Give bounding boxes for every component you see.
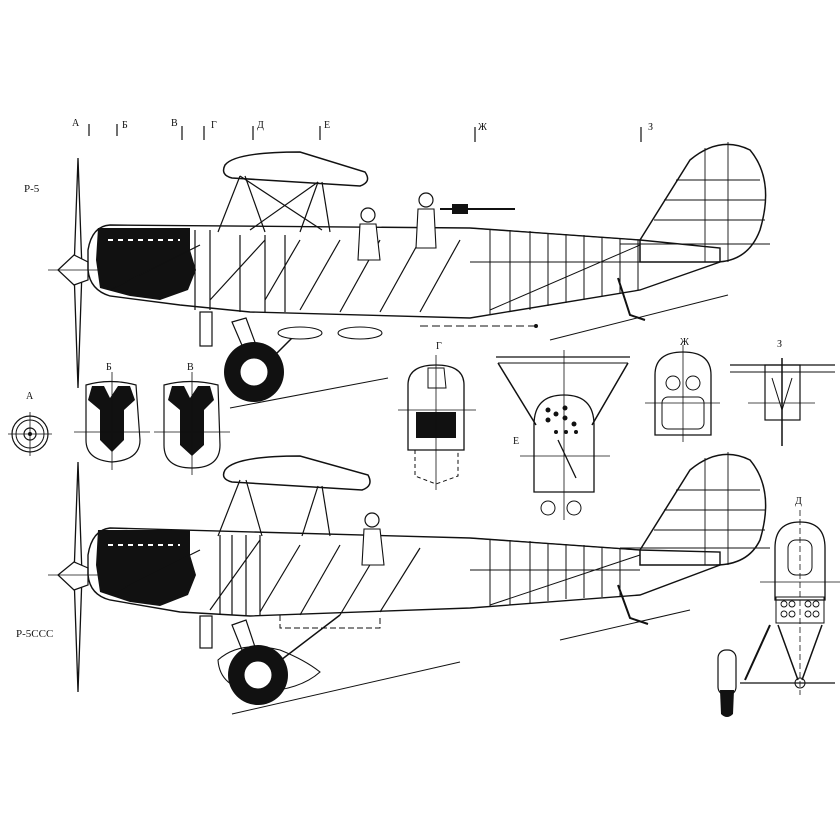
section-view-e (496, 350, 630, 520)
section-view-label-g: Г (436, 341, 442, 352)
section-view-label-e: Е (513, 436, 520, 447)
section-view-label-b: Б (106, 362, 112, 373)
section-marker-b: Б (122, 120, 128, 131)
section-view-label-d: Д (795, 496, 802, 507)
section-marker-g: Г (211, 120, 217, 131)
section-marker-a: А (72, 118, 80, 129)
section-marker-d: Д (257, 120, 264, 131)
section-view-label-v: В (187, 362, 194, 373)
section-view-zh (645, 345, 720, 442)
section-view-a (8, 412, 52, 456)
section-marker-e: Е (324, 120, 331, 131)
section-view-label-a: А (26, 391, 34, 402)
section-marker-ticks (88, 124, 642, 142)
model-label-r5sss: Р-5ССС (16, 628, 54, 640)
section-view-v (154, 372, 230, 475)
aircraft-r5-side-view (48, 142, 770, 409)
section-view-d (717, 510, 840, 717)
aircraft-r5sss-side-view (48, 452, 770, 715)
section-view-label-zh: Ж (680, 337, 689, 348)
section-view-z (730, 358, 835, 446)
section-marker-v: В (171, 118, 178, 129)
section-view-label-z: З (777, 339, 783, 350)
section-marker-z: З (648, 122, 654, 133)
section-view-b (74, 372, 150, 470)
model-label-r5: Р-5 (24, 183, 40, 195)
section-marker-zh: Ж (478, 122, 487, 133)
section-view-g (398, 355, 476, 490)
